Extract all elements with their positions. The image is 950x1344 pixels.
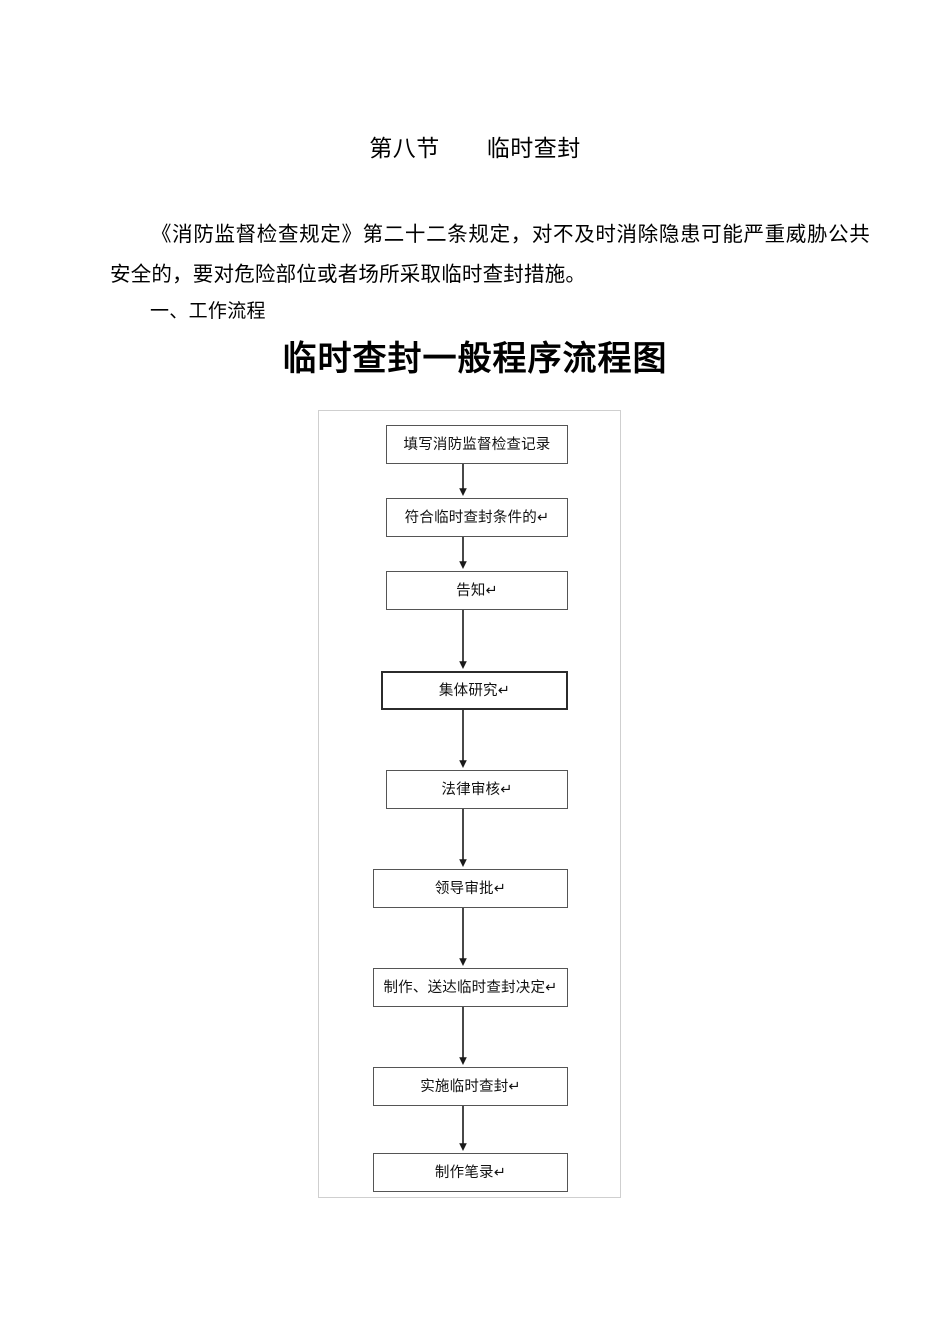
list-heading-work-process: 一、工作流程: [150, 301, 266, 322]
flow-node-label: 制作笔录↵: [434, 1164, 507, 1181]
flow-node-label: 集体研究↵: [438, 682, 511, 699]
flow-node-n7: 制作、送达临时查封决定↵: [373, 968, 568, 1007]
flowchart-connectors: [459, 464, 467, 1152]
flowchart-frame: 填写消防监督检查记录 符合临时查封条件的↵ 告知↵ 集体研究↵ 法律审核↵ 领导…: [318, 410, 621, 1198]
flow-node-label: 法律审核↵: [441, 781, 513, 798]
flow-node-n5: 法律审核↵: [386, 770, 568, 809]
flow-node-label: 制作、送达临时查封决定↵: [383, 979, 558, 996]
flow-node-label: 填写消防监督检查记录: [403, 436, 551, 453]
flow-node-label: 告知↵: [456, 582, 498, 599]
body-paragraph: 《消防监督检查规定》第二十二条规定，对不及时消除隐患可能严重威胁公共安全的，要对…: [110, 223, 870, 286]
flow-node-n3: 告知↵: [386, 571, 568, 610]
flowchart-title: 临时查封一般程序流程图: [282, 340, 668, 378]
flow-node-label: 符合临时查封条件的↵: [404, 509, 550, 526]
flow-node-n6: 领导审批↵: [373, 869, 568, 908]
section-title: 第八节 临时查封: [369, 135, 581, 161]
flow-node-n9: 制作笔录↵: [373, 1153, 568, 1192]
flow-node-n4: 集体研究↵: [381, 671, 568, 710]
flow-node-n8: 实施临时查封↵: [373, 1067, 568, 1106]
flow-node-n2: 符合临时查封条件的↵: [386, 498, 568, 537]
flow-node-label: 领导审批↵: [434, 880, 507, 897]
flow-node-label: 实施临时查封↵: [420, 1078, 521, 1095]
flow-node-n1: 填写消防监督检查记录: [386, 425, 568, 464]
